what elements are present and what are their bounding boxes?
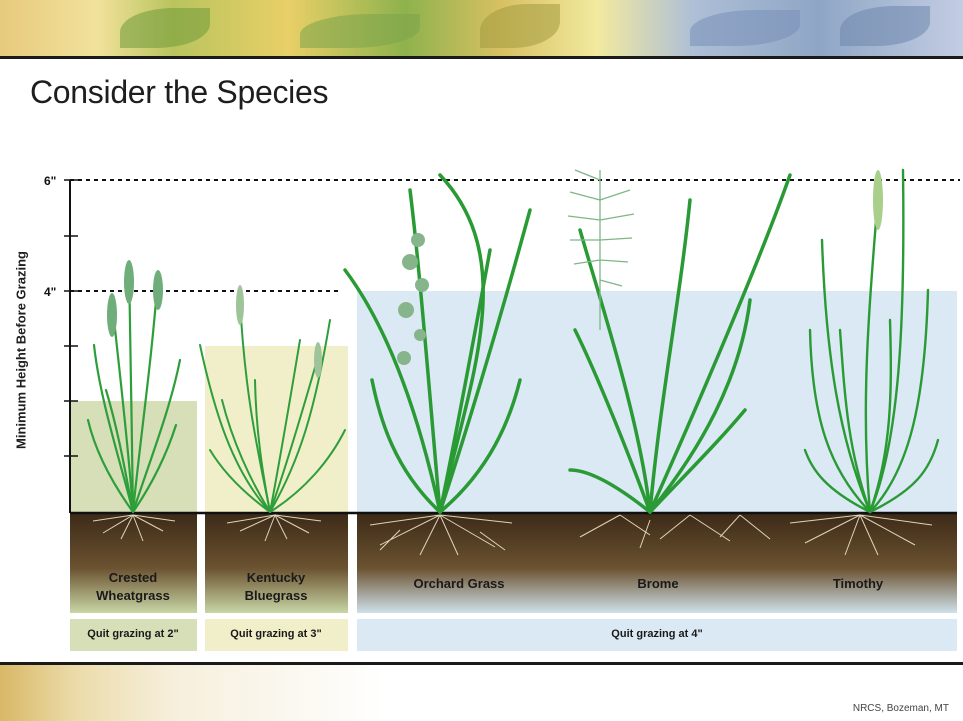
quit-label-3in: Quit grazing at 3": [230, 628, 321, 640]
tick-label-6in: 6": [44, 174, 56, 188]
tick-label-4in: 4": [44, 285, 56, 299]
species-name-orchard-grass: Orchard Grass: [413, 576, 504, 591]
y-axis-label: Minimum Height Before Grazing: [14, 251, 29, 449]
quit-label-2in: Quit grazing at 2": [87, 628, 178, 640]
soil-band-four-inch: [357, 513, 957, 613]
species-name-brome: Brome: [637, 576, 678, 591]
species-name-timothy: Timothy: [833, 576, 884, 591]
species-name-crested-wheatgrass: Crested: [109, 570, 157, 585]
bluegrass-zone: [205, 346, 348, 513]
credit-text: NRCS, Bozeman, MT: [853, 703, 949, 714]
footer-band: [0, 665, 963, 721]
species-name-kentucky-bluegrass: Kentucky: [247, 570, 306, 585]
species-name-crested-wheatgrass: Wheatgrass: [96, 588, 170, 603]
timothy-seedhead: [873, 170, 883, 230]
quit-label-4in: Quit grazing at 4": [611, 628, 702, 640]
species-name-kentucky-bluegrass: Bluegrass: [245, 588, 308, 603]
